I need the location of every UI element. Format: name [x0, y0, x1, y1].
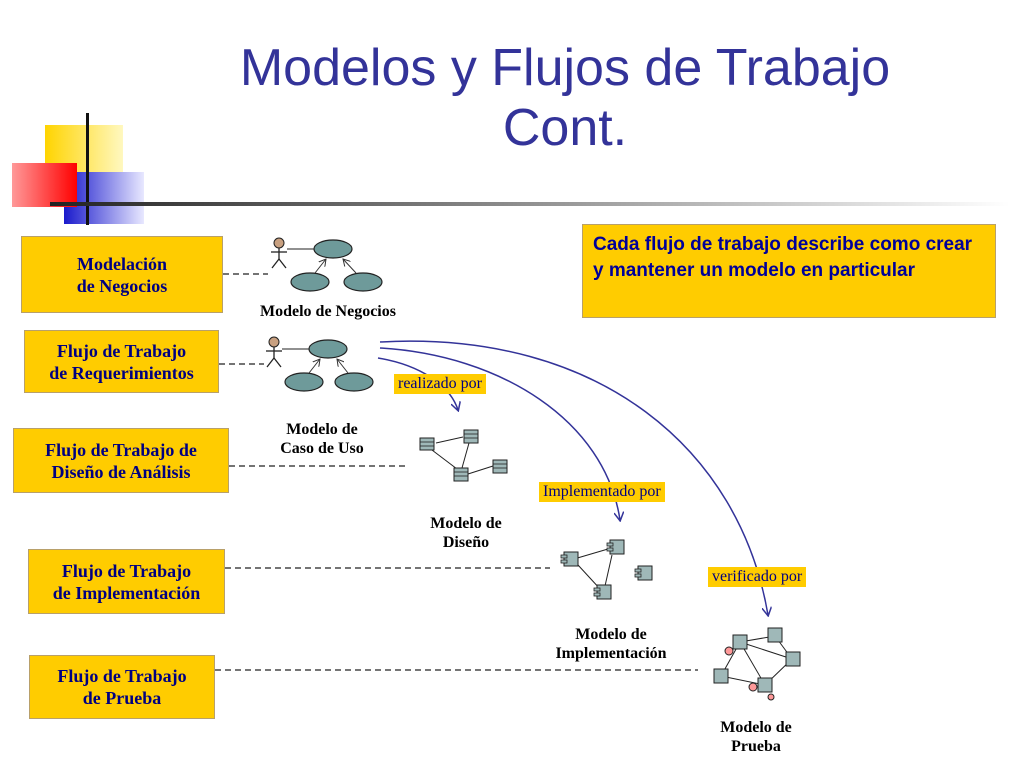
workflow-analysis-design: Flujo de Trabajo de Diseño de Análisis [13, 428, 229, 493]
workflow-label-line-2: de Negocios [76, 275, 168, 296]
arrow-verificado [379, 340, 768, 615]
model-label-line-2: Implementación [555, 645, 667, 662]
business-model-icon [271, 237, 383, 292]
deco-vertical-line [86, 113, 89, 225]
model-label-line-1: Modelo de Negocios [260, 303, 396, 320]
model-label-line-2: Prueba [731, 738, 781, 755]
workflow-requirements: Flujo de Trabajo de Requerimientos [24, 330, 219, 393]
workflow-label-line-1: Flujo de Trabajo [56, 340, 187, 361]
relation-implementado-label: Implementado por [539, 482, 665, 502]
model-label-line-1: Modelo de [430, 515, 502, 532]
model-label-prueba: Modelo de Prueba [686, 718, 826, 756]
relation-realizado-label: realizado por [394, 374, 486, 394]
workflow-label-line-2: Diseño de Análisis [51, 461, 191, 482]
deco-blue-square [64, 172, 144, 224]
workflow-label-line-1: Flujo de Trabajo [57, 666, 187, 686]
model-label-line-2: Caso de Uso [280, 440, 364, 457]
model-label-negocios: Modelo de Negocios [228, 302, 428, 321]
workflow-label-line-1: Flujo de Trabajo [61, 560, 192, 581]
deco-red-square [12, 163, 77, 207]
workflow-label-line-2: de Prueba [82, 688, 162, 708]
implementation-model-icon [560, 539, 653, 600]
model-label-line-2: Diseño [442, 534, 490, 551]
deco-horizontal-line [50, 202, 1010, 206]
slide-title: Modelos y Flujos de Trabajo Cont. [150, 38, 980, 158]
title-line-1: Modelos y Flujos de Trabajo [239, 39, 891, 97]
model-label-line-1: Modelo de [720, 719, 792, 736]
workflow-label-line-1: Flujo de Trabajo de [45, 439, 197, 460]
workflow-label-line-1: Modelación [77, 253, 167, 274]
model-label-line-1: Modelo de [286, 421, 358, 438]
model-label-caso-de-uso: Modelo de Caso de Uso [248, 420, 396, 458]
title-decoration [12, 113, 1010, 225]
note-box: Cada flujo de trabajo describe como crea… [582, 224, 996, 318]
workflow-business-modeling: Modelación de Negocios [21, 236, 223, 313]
design-model-icon [419, 429, 508, 482]
model-label-implementacion: Modelo de Implementación [526, 625, 696, 663]
workflow-label-line-2: de Requerimientos [49, 362, 194, 383]
model-label-diseno: Modelo de Diseño [396, 514, 536, 552]
title-line-2: Cont. [502, 99, 628, 157]
workflow-label-line-2: de Implementación [52, 582, 201, 603]
use-case-model-icon [266, 336, 374, 392]
relation-verificado-label: verificado por [708, 567, 807, 587]
test-model-icon [713, 627, 801, 701]
model-label-line-1: Modelo de [575, 626, 647, 643]
workflow-implementation: Flujo de Trabajo de Implementación [28, 549, 225, 614]
workflow-test: Flujo de Trabajo de Prueba [29, 655, 215, 719]
